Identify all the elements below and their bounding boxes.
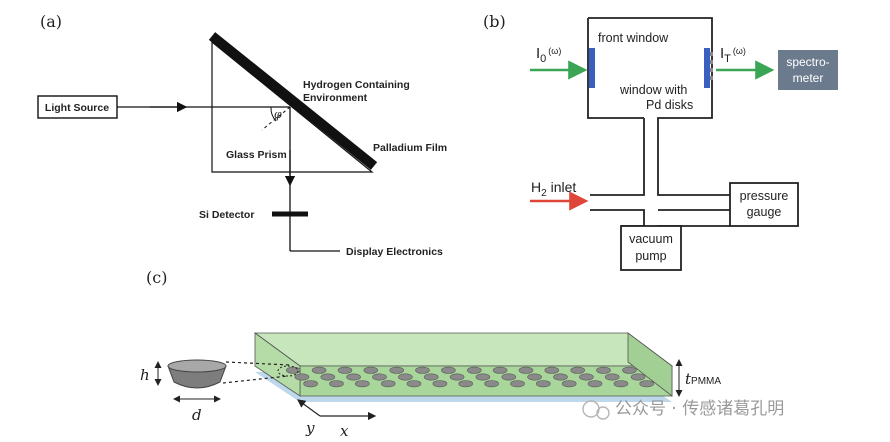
x-axis-label: x [340,422,349,440]
zoom-target [277,365,299,377]
pd-disk [303,380,318,388]
pressure-gauge-line2: gauge [747,205,782,219]
vacuum-pump-line1: vacuum [629,232,673,246]
pd-disk [475,373,491,381]
panel-a: (a) Light Source φ Hydrogen Containing E… [37,12,447,258]
pd-disk [596,366,611,374]
zoom-line-bottom [222,375,289,384]
pd-disk [398,373,413,381]
pd-disk [492,366,508,374]
angle-arc [270,106,277,122]
watermark: 公众号 · 传感诸葛孔明 [582,399,784,420]
spectrometer-box [778,50,838,90]
pd-disk [613,380,629,388]
panel-c: (c) h d y x tPMMA [140,268,721,440]
light-source-label: Light Source [45,102,109,114]
pd-disk [458,380,474,388]
pmma-layer-right [627,332,673,397]
panel-b-label: (b) [483,12,506,31]
pd-disk [337,366,353,374]
pd-disk [415,366,430,374]
spectrometer-line1: spectro- [786,55,829,69]
palladium-film-label: Palladium Film [373,142,447,154]
pressure-gauge-line1: pressure [740,189,789,203]
glass-prism-label: Glass Prism [226,149,287,161]
pressure-gauge-box [729,182,799,227]
pd-disk [604,373,620,381]
pd-disk [527,373,542,381]
angle-phi: φ [274,108,282,121]
zoom-line-top [225,361,291,366]
spectrometer-line2: meter [793,71,824,85]
pd-disk [423,373,439,381]
panel-c-label: (c) [146,268,167,287]
pd-disk [449,373,465,381]
pd-disk [354,380,370,388]
diameter-label: d [192,406,202,424]
front-window-label: front window [598,31,669,45]
pd-disk [294,373,310,381]
panel-a-label: (a) [40,12,62,31]
pd-disks [710,52,713,80]
h2-inlet-label: H2 inlet [531,179,576,199]
environment-label-line1: Hydrogen Containing [303,79,410,91]
disk-zoom [167,359,227,389]
i0-label: I0(ω) [536,45,561,65]
watermark-text: 公众号 · 传感诸葛孔明 [615,399,784,419]
pd-disk [389,366,405,374]
pd-disk-array [285,366,655,388]
pd-disk [587,380,603,388]
window-with-pd-line2: Pd disks [646,98,693,112]
si-detector-label: Si Detector [199,209,254,221]
pd-disk [311,366,327,374]
pd-disk [372,373,387,381]
pd-disk [561,380,577,388]
pd-disk [484,380,499,388]
front-window [589,48,595,88]
pd-disk [579,373,594,381]
pd-disk [320,373,336,381]
glass-prism [211,40,374,173]
pd-disk [630,373,646,381]
y-axis-arrow [297,399,321,417]
rear-window-pd-disks [704,48,710,88]
vacuum-pump-line2: pump [635,249,666,263]
pd-disk [285,366,301,374]
window-with-pd-line1: window with [619,83,687,97]
pd-disk [346,373,361,381]
pd-disk [363,366,379,374]
pd-disk [570,366,586,374]
normal-line [261,106,291,131]
palladium-film [208,32,378,170]
pd-disk [510,380,525,388]
pd-disk [501,373,517,381]
vacuum-pump-box [620,225,682,271]
y-axis-label: y [305,419,315,437]
pd-disk [622,366,637,374]
pd-disk [380,380,396,388]
thickness-label: tPMMA [685,370,721,388]
pmma-layer-top [253,332,674,367]
environment-label-line2: Environment [303,92,368,104]
pd-disk [432,380,448,388]
display-electronics-label: Display Electronics [346,246,443,258]
gas-tube-left [590,118,645,227]
pd-disk [466,366,482,374]
it-label: IT(ω) [720,45,746,65]
pd-disk [639,380,655,388]
pd-disk [518,366,534,374]
pd-disk [553,373,568,381]
pmma-layer-front [299,365,673,397]
pd-disk [544,366,560,374]
panel-b: (b) pressure gauge vacuum pump spectro- … [483,12,838,271]
pd-disk [441,366,456,374]
pd-disk [535,380,551,388]
height-label: h [140,366,150,384]
pd-disk [406,380,422,388]
pd-disk [329,380,344,388]
pmma-layer-left [254,332,301,397]
